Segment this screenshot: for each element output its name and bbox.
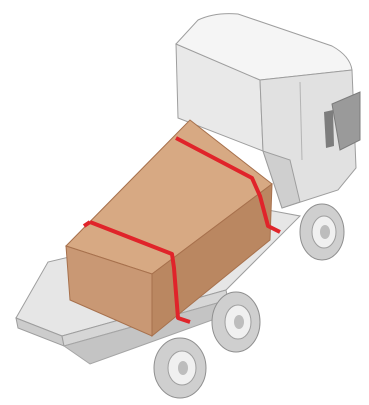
wheel-rear-2 <box>154 338 206 398</box>
wheel-rear-1 <box>212 292 260 352</box>
wheel-front <box>300 204 344 260</box>
